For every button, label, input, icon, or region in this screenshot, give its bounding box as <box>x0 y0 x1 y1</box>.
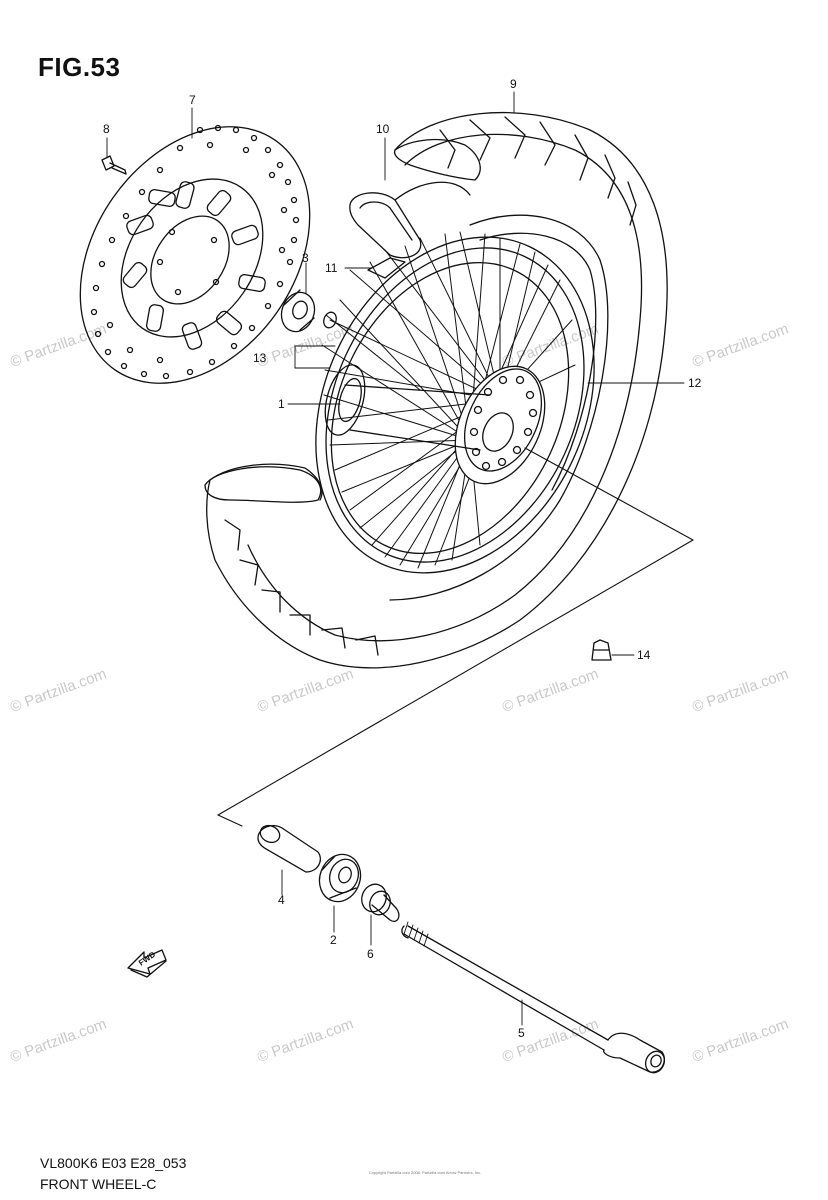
callout-11: 11 <box>325 261 338 275</box>
tire <box>204 111 668 669</box>
spokes <box>321 231 576 569</box>
disc-bolt <box>101 155 127 175</box>
callout-7: 7 <box>189 93 196 107</box>
collar <box>361 883 400 922</box>
callout-2: 2 <box>330 933 337 947</box>
figure-caption: FRONT WHEEL-C <box>40 1176 157 1192</box>
tube <box>349 181 471 259</box>
figure-title: FIG.53 <box>38 52 121 82</box>
rim-band <box>367 257 406 279</box>
rim <box>315 236 595 574</box>
wheel-hub <box>324 364 546 485</box>
callout-12: 12 <box>688 376 702 390</box>
callout-3: 3 <box>302 251 309 265</box>
callout-5: 5 <box>518 1026 525 1040</box>
callout-9: 9 <box>510 77 517 91</box>
oil-seal <box>323 311 421 391</box>
leader-lines <box>106 91 685 1026</box>
callout-labels: 7 8 9 10 11 3 13 1 12 14 4 2 6 5 FWD <box>103 77 702 1040</box>
callout-10: 10 <box>376 122 390 136</box>
spacer <box>257 824 321 873</box>
callout-1: 1 <box>278 397 285 411</box>
callout-8: 8 <box>103 122 110 136</box>
fwd-arrow-icon <box>127 949 167 978</box>
axle <box>401 921 666 1074</box>
model-code: VL800K6 E03 E28_053 <box>40 1155 187 1171</box>
assembly-guide-lines <box>217 447 694 827</box>
brake-disc <box>79 124 311 384</box>
callout-6: 6 <box>367 947 374 961</box>
callout-14: 14 <box>637 648 651 662</box>
bearing-upper <box>280 289 316 333</box>
bearing-lower <box>318 853 362 903</box>
callout-4: 4 <box>278 893 285 907</box>
callout-13: 13 <box>253 351 267 365</box>
copyright-note: Copyright Partzilla.com 2008. Partzilla.… <box>368 1170 482 1175</box>
valve-cap <box>591 639 612 661</box>
